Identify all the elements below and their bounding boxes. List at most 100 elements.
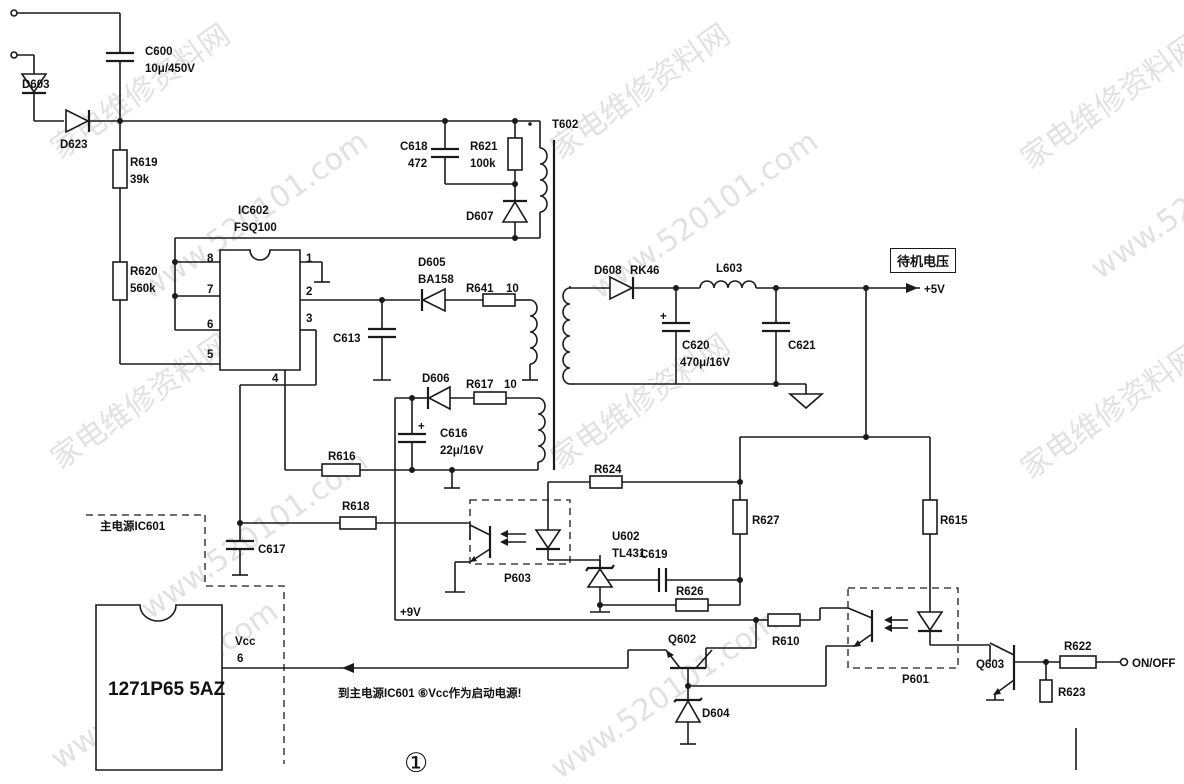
resistor-r622 bbox=[1059, 655, 1097, 669]
optocoupler-p603: P603 bbox=[445, 499, 601, 593]
label-r641-value: 10 bbox=[506, 283, 519, 295]
zener-d604: D604 bbox=[673, 686, 730, 745]
label-r610: R610 bbox=[772, 636, 800, 648]
label-ic602: IC602 bbox=[238, 205, 269, 217]
pin-6: 6 bbox=[207, 319, 213, 331]
label-c619: C619 bbox=[640, 549, 668, 561]
label-plus5v: +5V bbox=[924, 284, 945, 296]
label-r621-value: 100k bbox=[470, 158, 496, 170]
label-c621: C621 bbox=[788, 340, 816, 352]
secondary-5v: D608 RK46 L603 +5V + C620 470μ/16V C621 bbox=[570, 263, 945, 500]
ground-symbol bbox=[787, 393, 825, 410]
label-chip: 1271P65 5AZ bbox=[108, 679, 226, 700]
label-rk46: RK46 bbox=[630, 265, 659, 277]
label-r621: R621 bbox=[470, 141, 498, 153]
label-d608: D608 bbox=[594, 265, 622, 277]
c620-plus: + bbox=[660, 311, 667, 323]
label-r626: R626 bbox=[676, 586, 704, 598]
pin-2: 2 bbox=[306, 286, 312, 298]
label-r622: R622 bbox=[1064, 641, 1092, 653]
label-r617: R617 bbox=[466, 379, 494, 391]
transistor-q602: Q602 bbox=[627, 634, 826, 689]
label-c616-value: 22μ/16V bbox=[440, 445, 484, 457]
resistor-r623 bbox=[1039, 679, 1053, 703]
label-vcc: Vcc bbox=[235, 636, 256, 648]
ic602-fsq100: IC602 FSQ100 8 7 6 5 1 2 3 4 bbox=[207, 205, 313, 385]
label-c618-value: 472 bbox=[408, 158, 427, 170]
label-r623: R623 bbox=[1058, 687, 1086, 699]
diode-d607 bbox=[501, 199, 529, 223]
resistor-r621 bbox=[507, 137, 523, 171]
label-c616: C616 bbox=[440, 428, 468, 440]
resistor-r615 bbox=[922, 499, 938, 535]
pin-3: 3 bbox=[306, 313, 312, 325]
resistor-r626 bbox=[675, 598, 709, 612]
label-r624: R624 bbox=[594, 464, 622, 476]
diode-d606 bbox=[426, 385, 451, 411]
label-r619-value: 39k bbox=[130, 174, 150, 186]
label-r618: R618 bbox=[342, 501, 370, 513]
label-r616: R616 bbox=[328, 451, 356, 463]
watermark-text: www.520101.com bbox=[1085, 104, 1184, 287]
ic601-chip bbox=[95, 604, 223, 771]
label-r627: R627 bbox=[752, 515, 780, 527]
figure-number: ① bbox=[404, 748, 428, 779]
label-d606: D606 bbox=[422, 373, 450, 385]
feedback-aux-2: D606 R617 10 + C616 22μ/16V bbox=[320, 373, 538, 620]
resistor-r627 bbox=[732, 499, 748, 535]
diode-d605 bbox=[420, 287, 446, 313]
resistor-r618 bbox=[339, 516, 377, 530]
plus9v-line: +9V R610 bbox=[395, 607, 848, 649]
label-d605-type: BA158 bbox=[418, 274, 454, 286]
resistor-r624 bbox=[589, 475, 623, 489]
label-r620: R620 bbox=[130, 266, 158, 278]
input-section: D603 D623 C600 10μ/450V R619 39k R620 5 6… bbox=[10, 9, 520, 365]
c616-plus: + bbox=[418, 421, 425, 433]
regulator-u602-tl431 bbox=[585, 564, 615, 588]
label-r641: R641 bbox=[466, 283, 494, 295]
label-plus9v: +9V bbox=[400, 607, 421, 619]
label-r615: R615 bbox=[940, 515, 968, 527]
watermark-text: www.520101.com bbox=[545, 604, 785, 784]
label-r619: R619 bbox=[130, 157, 158, 169]
resistor-r641 bbox=[482, 293, 516, 307]
resistor-r619 bbox=[112, 149, 128, 189]
label-c600-value: 10μ/450V bbox=[145, 63, 195, 75]
pin-5: 5 bbox=[207, 349, 214, 361]
resistor-r616 bbox=[321, 463, 361, 477]
label-main-ic601: 主电源IC601 bbox=[100, 519, 166, 533]
label-d623: D623 bbox=[60, 139, 88, 151]
label-q602: Q602 bbox=[668, 634, 696, 646]
resistor-r620 bbox=[112, 261, 128, 301]
label-r617-value: 10 bbox=[504, 379, 517, 391]
capacitor-c600 bbox=[106, 51, 134, 63]
label-c613: C613 bbox=[333, 333, 361, 345]
pin-4: 4 bbox=[272, 373, 279, 385]
onoff-terminal bbox=[1119, 657, 1129, 667]
feedback-aux-1: C613 D605 BA158 R641 10 bbox=[333, 257, 530, 381]
label-ic602-type: FSQ100 bbox=[234, 222, 277, 234]
label-d603: D603 bbox=[22, 79, 50, 91]
standby-voltage-box: 待机电压 bbox=[890, 248, 957, 273]
label-c620-value: 470μ/16V bbox=[680, 357, 730, 369]
label-c617: C617 bbox=[258, 544, 286, 556]
watermark-text: 家电维修资料网 bbox=[1015, 27, 1184, 176]
watermark-text: 家电维修资料网 bbox=[545, 17, 737, 166]
note-startup: 到主电源IC601 ⑥Vcc作为启动电源! bbox=[338, 686, 521, 700]
transistor-q603: Q603 bbox=[976, 642, 1060, 701]
main-ic601-region: 主电源IC601 1271P65 5AZ Vcc 6 bbox=[86, 514, 285, 771]
pin-1: 1 bbox=[306, 253, 313, 265]
label-vcc-pin: 6 bbox=[237, 653, 243, 665]
resistor-r610 bbox=[767, 613, 801, 627]
label-tl431: TL431 bbox=[612, 548, 646, 560]
label-l603: L603 bbox=[716, 263, 742, 275]
label-p603: P603 bbox=[504, 573, 531, 585]
regulation-section: R624 R627 C619 R626 U602 TL431 bbox=[547, 464, 780, 613]
label-c600: C600 bbox=[145, 46, 173, 58]
label-u602: U602 bbox=[612, 531, 640, 543]
label-d604: D604 bbox=[702, 708, 730, 720]
label-c620: C620 bbox=[682, 340, 710, 352]
pin-7: 7 bbox=[207, 284, 213, 296]
transformer-t602: T602 bbox=[520, 119, 578, 470]
